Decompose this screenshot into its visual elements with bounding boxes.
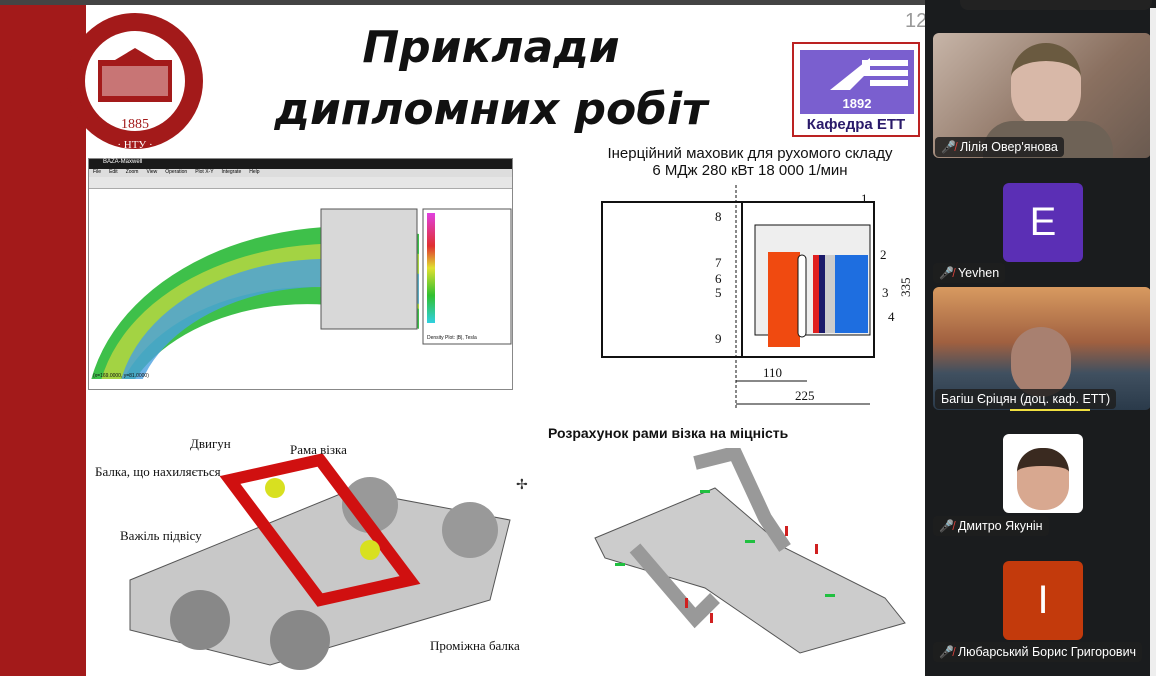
participant-video[interactable]: Багіш Єріцян (доц. каф. ЕТТ) (933, 287, 1151, 410)
slide-number: 12 (905, 10, 928, 32)
fem-field-plot: Density Plot: |B|, Tesla (x=169.0000, y=… (91, 208, 512, 379)
participant-name-chip: 🎤̸Yevhen (933, 263, 1006, 283)
flywheel-dim: 335 (898, 278, 913, 298)
participant-name-chip: Багіш Єріцян (доц. каф. ЕТТ) (935, 389, 1117, 409)
slide-title-line2: дипломних робіт (274, 84, 708, 135)
flywheel-label: 1 (861, 191, 868, 206)
university-logo: 1885 · НТУ · (67, 13, 203, 151)
bogie-label: Рама візка (290, 442, 347, 457)
flywheel-label: 4 (888, 309, 895, 324)
participant-avatar[interactable]: І (1003, 561, 1083, 640)
dept-logo-year: 1892 (842, 96, 872, 111)
flywheel-dim: 110 (763, 365, 782, 380)
fem-menu-item: Zoom (125, 169, 139, 175)
fem-toolbar (89, 177, 512, 189)
department-logo: 1892 Кафедра ЕТТ (792, 42, 920, 137)
flywheel-title: Інерційний маховик для рухомого складу (607, 145, 893, 162)
flywheel-specs: 6 МДж 280 кВт 18 000 1/мин (652, 162, 848, 179)
participant-name-chip: 🎤̸Любарський Борис Григорович (933, 642, 1143, 662)
flywheel-label: 6 (715, 271, 722, 286)
flywheel-label: 5 (715, 285, 722, 300)
bogie-label: Проміжна балка (430, 638, 520, 653)
fem-menu-item: View (146, 169, 158, 175)
participant-avatar[interactable]: E (1003, 183, 1083, 262)
scrollbar[interactable] (1150, 8, 1156, 676)
flywheel-label: 3 (882, 285, 889, 300)
fem-menu-item: Operation (165, 169, 188, 175)
fem-status: (x=169.0000, y=81.0000) (93, 373, 149, 379)
participant-name-chip: 🎤̸Лілія Овер'янова (935, 137, 1064, 157)
frame-fem-mesh (594, 448, 906, 654)
participant-name: Лілія Овер'янова (959, 140, 1058, 154)
fem-menu-item: Edit (109, 169, 118, 175)
participant-name: Любарський Борис Григорович (957, 645, 1137, 659)
mic-muted-icon: 🎤̸ (939, 645, 954, 659)
mic-muted-icon: 🎤̸ (939, 519, 954, 533)
svg-text:· НТУ ·: · НТУ · (117, 139, 152, 151)
mic-muted-icon: 🎤̸ (941, 140, 956, 154)
slide-title-line1: Приклади (362, 22, 620, 73)
participant-name-chip: 🎤̸Дмитро Якунін (933, 516, 1049, 536)
slide-red-strip (0, 5, 86, 676)
participant-name: Yevhen (957, 266, 1000, 280)
participant-video[interactable]: 🎤̸Лілія Овер'янова (933, 33, 1151, 158)
flywheel-label: 8 (715, 209, 722, 224)
dept-logo-caption: Кафедра ЕТТ (806, 116, 906, 133)
fem-software-screenshot: BAZA-Maxwell File Edit Zoom View Operation Pl… (88, 158, 513, 390)
flywheel-dim: 225 (795, 388, 815, 403)
bogie-3d-model: Двигун Рама візка Балка, що нахиляється … (95, 436, 520, 670)
fem-menu-item: Plot X-Y (195, 169, 214, 175)
bogie-label: Двигун (190, 436, 231, 451)
fem-menu-bar: File Edit Zoom View Operation Plot X-Y Integra… (89, 169, 512, 177)
fem-legend-title: Density Plot: |B|, Tesla (427, 335, 477, 341)
svg-text:1885: 1885 (121, 117, 149, 132)
fem-menu-item: File (93, 169, 102, 175)
meeting-controls-bar[interactable] (960, 0, 1152, 10)
flywheel-label: 9 (715, 331, 722, 346)
flywheel-label: 2 (880, 247, 887, 262)
speaking-indicator (1010, 409, 1090, 411)
participant-name: Багіш Єріцян (доц. каф. ЕТТ) (941, 392, 1111, 406)
fem-menu-item: Integrate (221, 169, 242, 175)
bogie-label: Важіль підвісу (120, 528, 202, 543)
fem-menu-item: Help (249, 169, 260, 175)
participant-photo[interactable] (1003, 434, 1083, 513)
move-cursor-icon: ✢ (516, 476, 528, 492)
frame-title: Розрахунок рами візка на міцність (548, 425, 789, 441)
fem-window-title: BAZA-Maxwell (89, 159, 512, 169)
flywheel-label: 7 (715, 255, 722, 270)
participants-panel[interactable]: 🎤̸Лілія Овер'янова E 🎤̸Yevhen Багіш Єріц… (925, 0, 1156, 676)
mic-muted-icon: 🎤̸ (939, 266, 954, 280)
flywheel-diagram: 1 2 3 4 5 6 7 8 9 335 110 225 (601, 185, 913, 410)
bogie-label: Балка, що нахиляється (95, 464, 221, 479)
participant-name: Дмитро Якунін (957, 519, 1043, 533)
window-top-bar (0, 0, 925, 5)
